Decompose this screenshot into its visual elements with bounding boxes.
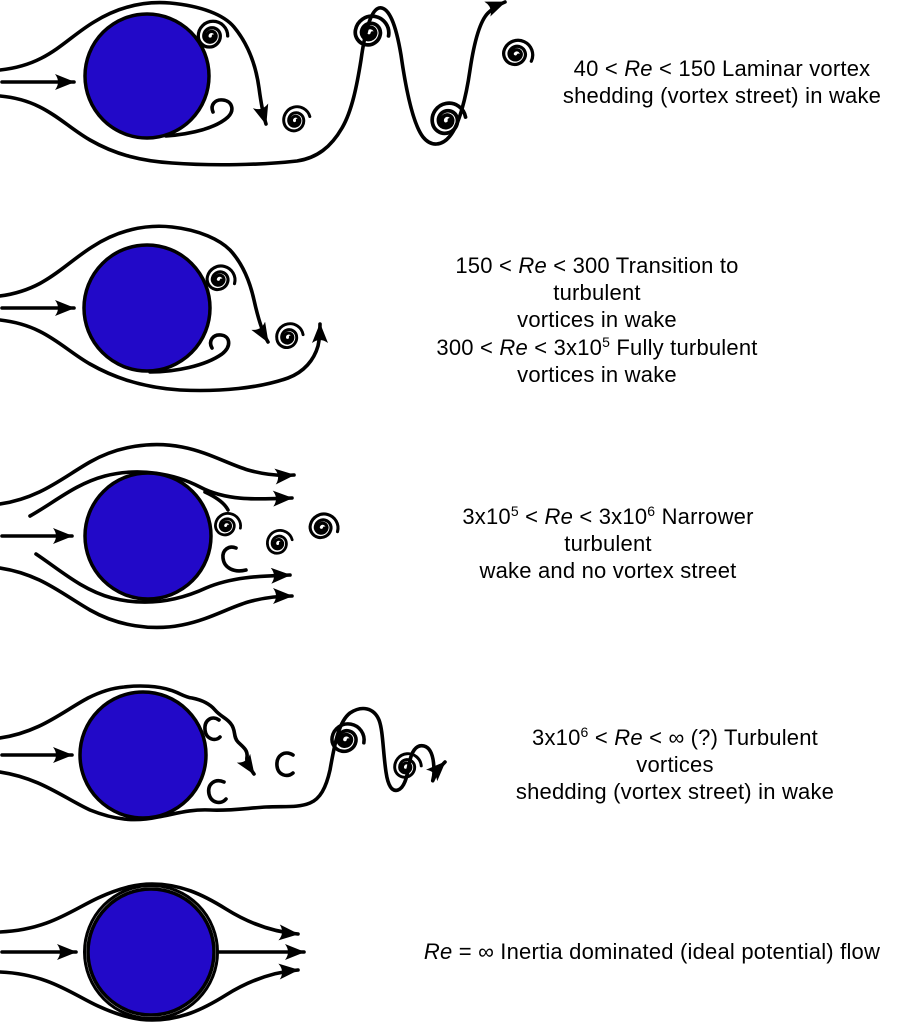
caption-transition-turbulent: 150 < Re < 300 Transition to turbulent v… <box>415 252 779 333</box>
cylinder <box>83 471 213 601</box>
caption-potential-flow: Re = ∞ Inertia dominated (ideal potentia… <box>402 938 902 965</box>
vortex-spiral-icon <box>196 19 230 49</box>
vortex-spiral-icon <box>263 526 297 557</box>
upper-streamline <box>0 882 300 941</box>
recirculation-hook <box>221 545 248 573</box>
caption-line: Re = ∞ Inertia dominated (ideal potentia… <box>423 939 881 964</box>
figure-laminar-vortex-street <box>0 0 540 167</box>
recirculation-hook <box>164 98 234 138</box>
vortex-spiral-icon <box>203 261 240 296</box>
caption-laminar-vortex-shedding: 40 < Re < 150 Laminar vortex shedding (v… <box>542 55 902 109</box>
cylinder <box>83 12 211 140</box>
caption-line: vortices in wake <box>517 362 677 387</box>
caption-line: shedding (vortex street) in wake <box>562 83 882 108</box>
caption-line: vortices in wake <box>517 307 677 332</box>
lower-streamline-vortex-street <box>0 0 507 167</box>
caption-line: 40 < Re < 150 Laminar vortex <box>573 56 871 81</box>
turbulence-hook <box>203 716 222 742</box>
vortex-spiral-icon <box>212 510 244 539</box>
figure-turbulent-vortex-street <box>0 684 447 822</box>
upper-outer-streamline <box>0 442 296 506</box>
vortex-spiral-icon <box>273 320 307 351</box>
figure-narrow-turbulent-wake <box>0 442 343 630</box>
vortex-spiral-icon <box>306 509 343 544</box>
caption-line: wake and no vortex street <box>479 558 737 583</box>
lower-streamline <box>0 963 300 1022</box>
lower-outer-streamline <box>0 566 294 630</box>
lower-inner-streamline <box>34 552 292 604</box>
wake-branch <box>203 490 230 512</box>
upper-streamline <box>0 0 269 126</box>
surface-streamline <box>83 884 219 1020</box>
lower-streamline <box>0 318 328 393</box>
cylinder <box>78 690 208 820</box>
cylinder <box>86 887 216 1017</box>
caption-line: 300 < Re < 3x105 Fully turbulent <box>436 334 758 360</box>
caption-narrower-wake: 3x105 < Re < 3x106 Narrower turbulent wa… <box>426 503 790 584</box>
turbulence-hook <box>206 778 228 805</box>
figure-transition-turbulent <box>0 224 328 393</box>
upper-turbulent-boundary <box>0 684 256 776</box>
turbulence-hook <box>275 751 295 778</box>
vortex-spiral-icon <box>279 102 314 135</box>
upper-streamline <box>0 224 270 344</box>
figure-potential-flow <box>0 882 306 1022</box>
caption-turbulent-shedding: 3x106 < Re < ∞ (?) Turbulent vortices sh… <box>493 724 857 805</box>
caption-line: 3x106 < Re < ∞ (?) Turbulent vortices <box>532 724 818 777</box>
recirculation-hook <box>148 333 231 374</box>
caption-fully-turbulent: 300 < Re < 3x105 Fully turbulent vortice… <box>415 334 779 388</box>
caption-line: shedding (vortex street) in wake <box>515 779 835 804</box>
caption-line: 3x105 < Re < 3x106 Narrower turbulent <box>462 503 754 556</box>
caption-line: 150 < Re < 300 Transition to turbulent <box>455 253 739 305</box>
cylinder <box>82 243 212 373</box>
vortex-spiral-icon <box>351 11 394 51</box>
vortex-spiral-icon <box>498 33 540 73</box>
